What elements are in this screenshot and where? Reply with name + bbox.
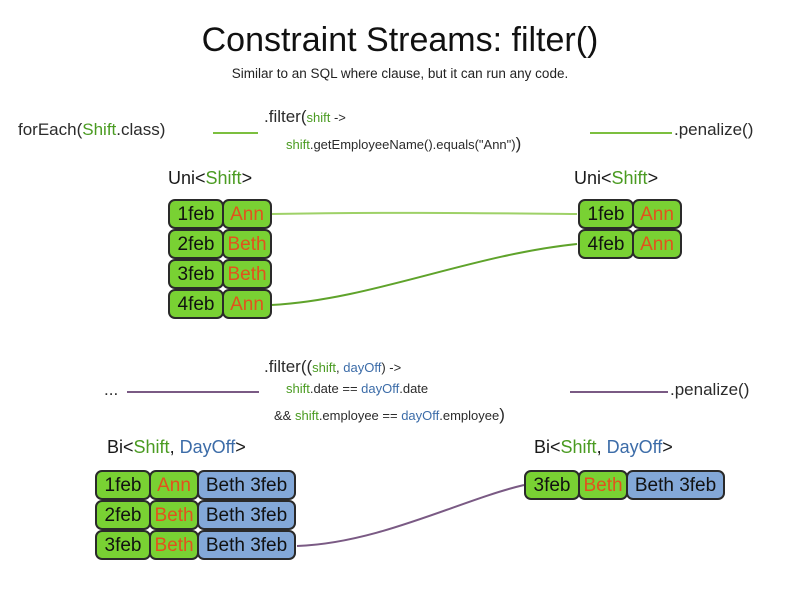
bi-input-row[interactable]: 1feb Ann Beth 3feb: [95, 470, 296, 500]
uni-output-label-type: Shift: [611, 168, 648, 188]
uni-sink-label: .penalize(): [674, 120, 754, 139]
cell-dayoff: Beth 3feb: [197, 470, 296, 500]
cell-employee: Ann: [632, 199, 682, 229]
cell-date: 3feb: [168, 259, 224, 289]
bi-filter-param-dayoff: dayOff: [343, 360, 382, 375]
uni-output-label-prefix: Uni<: [574, 168, 612, 188]
cell-date: 1feb: [95, 470, 151, 500]
uni-input-label-type: Shift: [205, 168, 242, 188]
cell-date: 2feb: [168, 229, 224, 259]
cell-dayoff: Beth 3feb: [197, 500, 296, 530]
cell-employee: Beth: [578, 470, 628, 500]
cell-employee: Ann: [632, 229, 682, 259]
uni-input-row[interactable]: 1feb Ann: [168, 199, 272, 229]
cell-date: 3feb: [524, 470, 580, 500]
bi-filter-line-1: .filter((shift, dayOff) ->: [264, 357, 401, 377]
bi-input-label-type2: DayOff: [179, 437, 236, 457]
uni-filter-body-expr: .getEmployeeName().equals("Ann"): [309, 137, 516, 152]
uni-output-label-suffix: >: [647, 168, 659, 188]
bi-output-label-suffix: >: [662, 437, 673, 457]
bi-filter-l2-mid: .date ==: [309, 381, 362, 396]
uni-input-row[interactable]: 4feb Ann: [168, 289, 272, 319]
bi-filter-arrow: ) ->: [381, 360, 402, 375]
bi-filter-l2-dayoff: dayOff: [361, 381, 400, 396]
cell-date: 1feb: [168, 199, 224, 229]
bi-filter-line-3: && shift.employee == dayOff.employee): [274, 405, 505, 425]
cell-employee: Ann: [222, 199, 272, 229]
cell-dayoff: Beth 3feb: [197, 530, 296, 560]
wire-bi-row3: [296, 484, 525, 547]
bi-filter-l2-shift: shift: [286, 381, 310, 396]
cell-dayoff: Beth 3feb: [626, 470, 725, 500]
uni-filter-line-1: .filter(shift ->: [264, 107, 346, 127]
bi-filter-l3-shift: shift: [294, 408, 319, 423]
uni-input-row[interactable]: 2feb Beth: [168, 229, 272, 259]
cell-date: 4feb: [168, 289, 224, 319]
uni-filter-close-paren: ): [515, 134, 522, 153]
bi-output-stream-label: Bi<Shift, DayOff>: [534, 437, 673, 458]
cell-employee: Beth: [149, 500, 199, 530]
uni-input-label-suffix: >: [241, 168, 253, 188]
bi-filter-l3-dayoff: dayOff: [401, 408, 440, 423]
uni-source-prefix: forEach(: [18, 120, 83, 139]
bi-input-label-type1: Shift: [133, 437, 170, 457]
bi-input-label-sep: ,: [169, 437, 180, 457]
bi-filter-param-sep: ,: [336, 360, 344, 375]
cell-employee: Beth: [222, 259, 272, 289]
uni-filter-body-param: shift: [286, 137, 310, 152]
bi-filter-l3-tail: .employee: [439, 408, 500, 423]
cell-date: 1feb: [578, 199, 634, 229]
bi-filter-line-2: shift.date == dayOff.date: [286, 381, 428, 396]
uni-input-row[interactable]: 3feb Beth: [168, 259, 272, 289]
cell-date: 2feb: [95, 500, 151, 530]
uni-input-stream-label: Uni<Shift>: [168, 168, 252, 189]
bi-filter-l2-tail: .date: [399, 381, 429, 396]
bi-filter-l3-head: &&: [274, 408, 295, 423]
bi-filter-param-shift: shift: [312, 360, 337, 375]
uni-source-type: Shift: [82, 120, 117, 139]
bi-input-label-prefix: Bi<: [107, 437, 134, 457]
bi-sink-label: .penalize(): [670, 380, 750, 399]
bi-input-row[interactable]: 3feb Beth Beth 3feb: [95, 530, 296, 560]
uni-filter-line-2: shift.getEmployeeName().equals("Ann")): [286, 134, 521, 154]
bi-filter-close-paren: ): [499, 405, 505, 424]
uni-filter-arrow: ->: [330, 110, 346, 125]
uni-filter-head: .filter(: [264, 107, 307, 126]
bi-input-label-suffix: >: [235, 437, 246, 457]
bi-filter-l3-mid: .employee ==: [318, 408, 402, 423]
cell-employee: Ann: [149, 470, 199, 500]
page-subtitle: Similar to an SQL where clause, but it c…: [231, 66, 569, 81]
uni-source-label: forEach(Shift.class): [18, 120, 165, 140]
bi-output-label-prefix: Bi<: [534, 437, 561, 457]
cell-employee: Ann: [222, 289, 272, 319]
uni-filter-param: shift: [306, 110, 331, 125]
bi-output-label-sep: ,: [596, 437, 607, 457]
bi-input-row[interactable]: 2feb Beth Beth 3feb: [95, 500, 296, 530]
bi-output-row[interactable]: 3feb Beth Beth 3feb: [524, 470, 725, 500]
uni-output-row[interactable]: 1feb Ann: [578, 199, 682, 229]
cell-employee: Beth: [222, 229, 272, 259]
uni-input-label-prefix: Uni<: [168, 168, 206, 188]
bi-output-label-type1: Shift: [560, 437, 597, 457]
wire-uni-row1: [270, 211, 578, 215]
bi-output-label-type2: DayOff: [606, 437, 663, 457]
page-title: Constraint Streams: filter(): [201, 21, 599, 59]
cell-date: 4feb: [578, 229, 634, 259]
bi-source-label: ...: [104, 380, 119, 399]
uni-source-suffix: .class): [116, 120, 166, 139]
cell-date: 3feb: [95, 530, 151, 560]
uni-output-row[interactable]: 4feb Ann: [578, 229, 682, 259]
cell-employee: Beth: [149, 530, 199, 560]
bi-input-stream-label: Bi<Shift, DayOff>: [107, 437, 246, 458]
wire-uni-row4: [270, 243, 578, 306]
bi-filter-head: .filter((: [264, 357, 313, 376]
uni-output-stream-label: Uni<Shift>: [574, 168, 658, 189]
